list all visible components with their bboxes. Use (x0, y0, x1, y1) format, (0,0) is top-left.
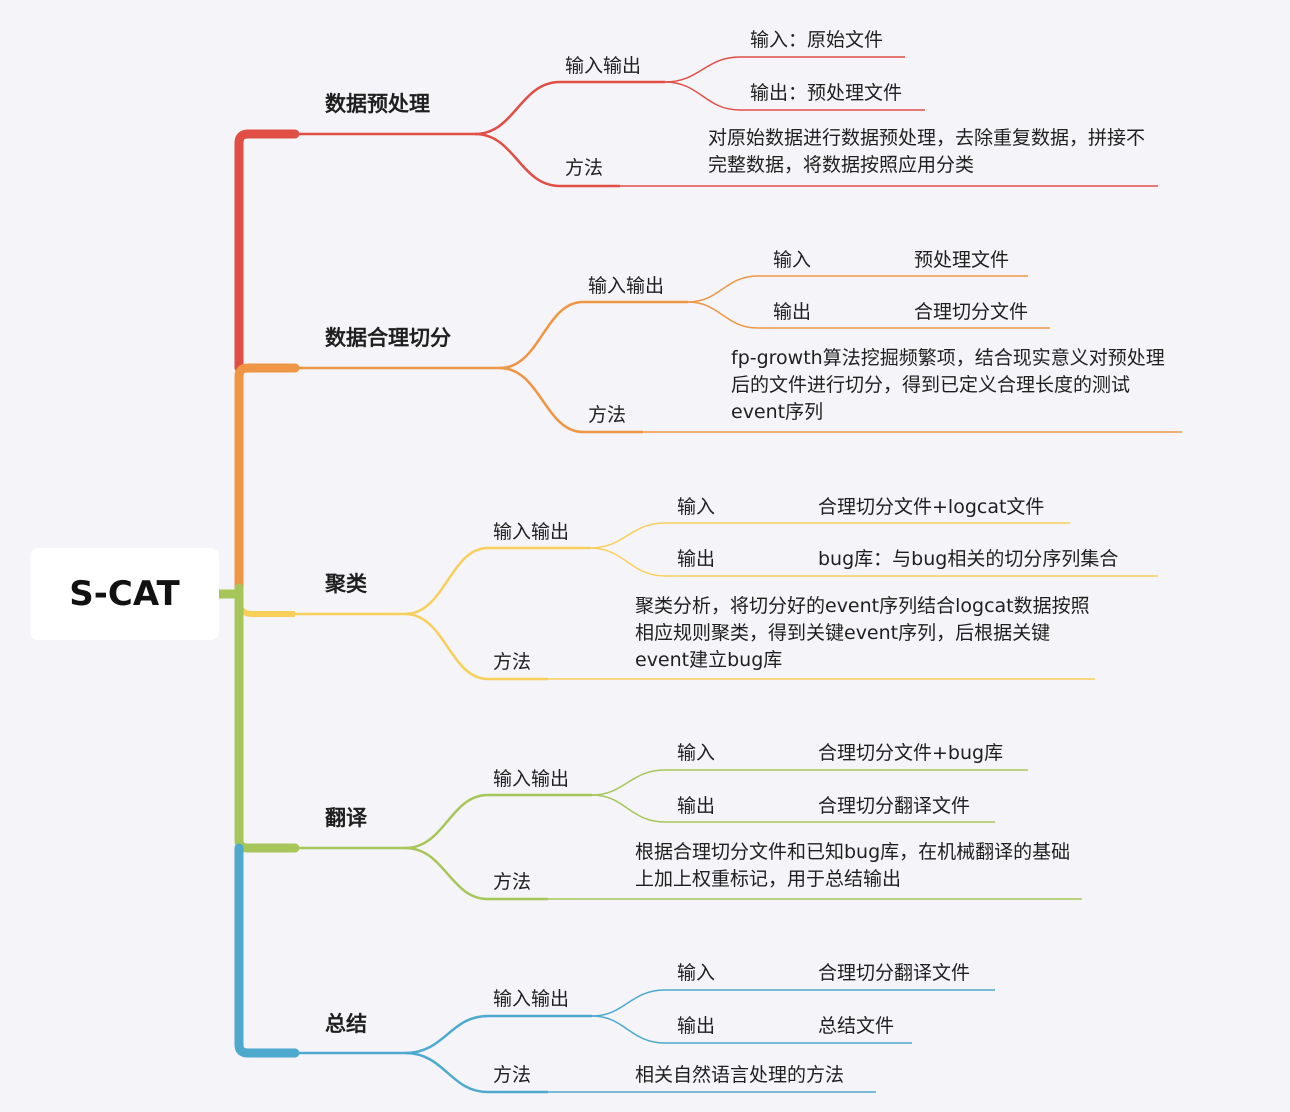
branch-5-io-label[interactable]: 输入输出 (493, 988, 570, 1010)
branch-3-title[interactable]: 聚类 (325, 572, 367, 596)
branch-2-input-label[interactable]: 输入 (773, 249, 812, 271)
branch-4-method-text[interactable]: 根据合理切分文件和已知bug库，在机械翻译的基础上加上权重标记，用于总结输出 (635, 841, 1071, 890)
trunk-segment-5 (234, 843, 300, 1058)
branch-2-method-label[interactable]: 方法 (588, 404, 627, 426)
branch-2-output-label[interactable]: 输出 (773, 301, 812, 323)
branch-2-lines (295, 275, 1182, 434)
trunk-segment-1 (234, 129, 300, 373)
branch-4-io-label[interactable]: 输入输出 (493, 768, 570, 790)
trunk-segment-4 (234, 583, 300, 853)
branch-4-lines (295, 769, 1082, 901)
branch-4-output-label[interactable]: 输出 (677, 795, 716, 817)
branch-3-io-label[interactable]: 输入输出 (493, 521, 570, 543)
branch-4-title[interactable]: 翻译 (325, 806, 367, 830)
branch-2-io-label[interactable]: 输入输出 (588, 275, 665, 297)
branch-4-input-label[interactable]: 输入 (677, 742, 716, 764)
branch-5-title[interactable]: 总结 (325, 1012, 367, 1036)
branch-1-io-label[interactable]: 输入输出 (565, 55, 642, 77)
branch-4-method-label[interactable]: 方法 (493, 871, 532, 893)
branch-5-output-value: 总结文件 (818, 1015, 895, 1037)
branch-5-method-text[interactable]: 相关自然语言处理的方法 (635, 1064, 845, 1086)
branch-2-title[interactable]: 数据合理切分 (325, 326, 451, 350)
branch-2-output-value: 合理切分文件 (914, 301, 1029, 323)
branch-1-input[interactable]: 输入：原始文件 (750, 29, 884, 51)
branch-3-input-value: 合理切分文件+logcat文件 (818, 496, 1045, 518)
trunk-connector-3 (236, 599, 295, 617)
branch-3-input-label[interactable]: 输入 (677, 496, 716, 518)
branch-5-lines (295, 989, 995, 1094)
branch-2-method-text[interactable]: fp-growth算法挖掘频繁项，结合现实意义对预处理后的文件进行切分，得到已定… (731, 347, 1165, 423)
branch-4-input-value: 合理切分文件+bug库 (818, 742, 1004, 764)
root-label: S-CAT (69, 574, 180, 614)
root-node[interactable]: S-CAT (30, 548, 219, 640)
branch-1-lines (295, 56, 1158, 188)
branch-1-method-text[interactable]: 对原始数据进行数据预处理，去除重复数据，拼接不完整数据，将数据按照应用分类 (708, 127, 1146, 176)
branch-3-lines (295, 522, 1158, 681)
branch-2-input-value: 预处理文件 (914, 249, 1010, 271)
branch-3-method-label[interactable]: 方法 (493, 651, 532, 673)
branch-5-method-label[interactable]: 方法 (493, 1064, 532, 1086)
branch-3-method-text[interactable]: 聚类分析，将切分好的event序列结合logcat数据按照相应规则聚类，得到关键… (635, 595, 1090, 671)
branch-1-title[interactable]: 数据预处理 (325, 92, 430, 116)
branch-3-output-value: bug库：与bug相关的切分序列集合 (818, 548, 1119, 570)
branch-1-output[interactable]: 输出：预处理文件 (750, 82, 903, 104)
branch-3-output-label[interactable]: 输出 (677, 548, 716, 570)
branch-5-output-label[interactable]: 输出 (677, 1015, 716, 1037)
branch-5-input-value: 合理切分翻译文件 (818, 962, 971, 984)
branch-4-output-value: 合理切分翻译文件 (818, 795, 971, 817)
branch-1-method-label[interactable]: 方法 (565, 157, 604, 179)
branch-5-input-label[interactable]: 输入 (677, 962, 716, 984)
trunk-segment-2 (234, 363, 300, 593)
